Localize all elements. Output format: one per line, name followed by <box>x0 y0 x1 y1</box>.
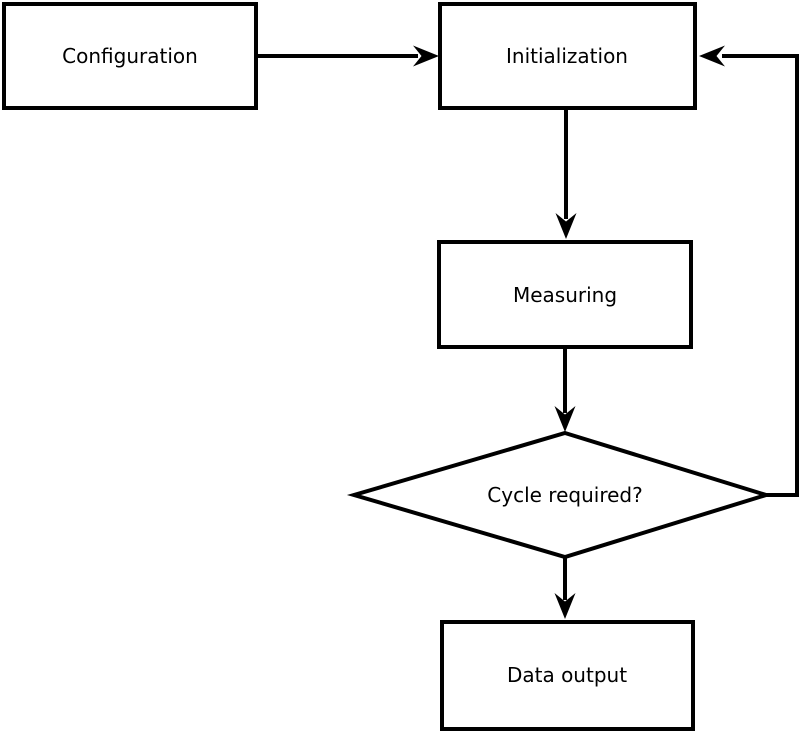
cycle-required-label: Cycle required? <box>487 483 642 507</box>
arrowhead-down-icon <box>555 213 577 239</box>
arrowhead-down-icon <box>554 593 576 619</box>
node-measuring: Measuring <box>437 240 693 349</box>
configuration-box <box>2 2 258 110</box>
node-configuration: Configuration <box>2 2 258 110</box>
decision-diamond <box>346 430 773 560</box>
arrowhead-left-icon <box>699 45 725 67</box>
node-initialization: Initialization <box>438 2 697 110</box>
arrowhead-right-icon <box>413 45 439 67</box>
initialization-box <box>438 2 697 110</box>
node-cycle-required-decision: Cycle required? <box>346 430 773 560</box>
measuring-label: Measuring <box>513 283 617 307</box>
edge-configuration-to-initialization <box>258 45 439 67</box>
edge-initialization-to-measuring <box>555 108 577 239</box>
edge-decision-to-data-output <box>554 556 576 619</box>
configuration-label: Configuration <box>62 44 198 68</box>
data-output-label: Data output <box>507 663 627 687</box>
edge-measuring-to-decision <box>554 348 576 432</box>
initialization-label: Initialization <box>506 44 628 68</box>
node-data-output: Data output <box>440 620 695 731</box>
edge-decision-feedback-to-initialization <box>699 45 799 497</box>
data-output-box <box>440 620 695 731</box>
edge-line <box>722 54 799 497</box>
arrowhead-down-icon <box>554 406 576 432</box>
measuring-box <box>437 240 693 349</box>
